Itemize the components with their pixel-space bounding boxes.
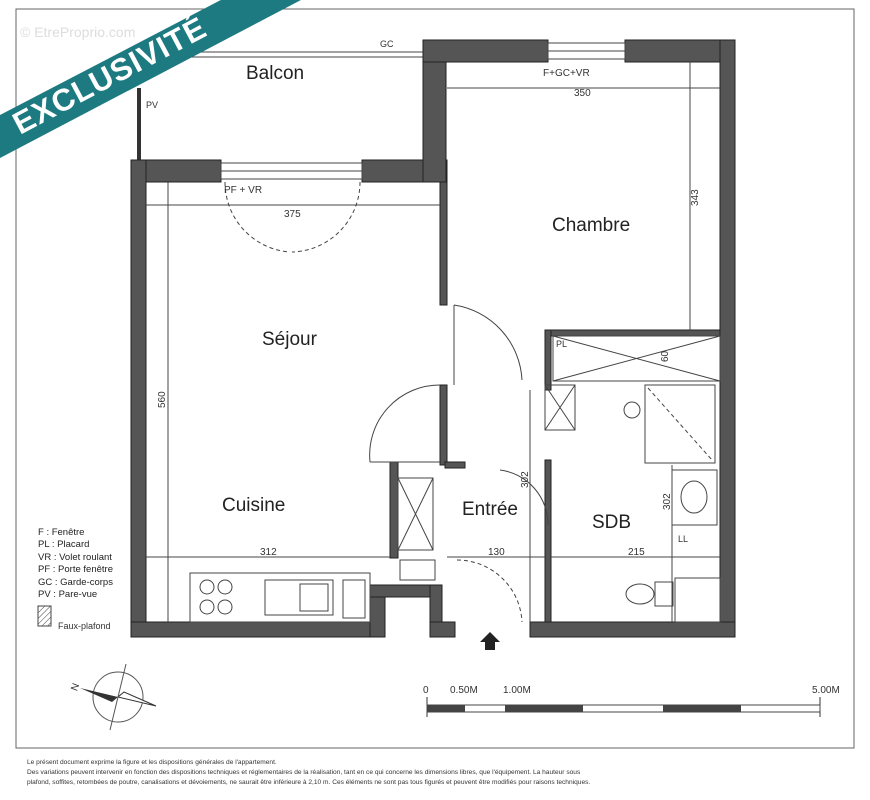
dim-chambre-depth: 343: [690, 189, 701, 206]
dim-sejour-depth: 560: [157, 391, 168, 408]
scale-label-050: 0.50M: [450, 685, 478, 696]
disclaimer: Le présent document exprime la figure et…: [27, 758, 767, 788]
windows: [220, 42, 626, 180]
dim-sejour-width: 375: [284, 209, 301, 220]
watermark: © EtreProprio.com: [20, 24, 136, 40]
annotation-sejour-window: PF + VR: [224, 185, 262, 196]
fixtures: [189, 335, 721, 623]
washbasin: [671, 469, 718, 526]
entrance-arrow-icon: [480, 632, 500, 650]
dim-sdb-depth: 302: [662, 493, 673, 510]
placard: [552, 335, 721, 382]
walls: [130, 39, 736, 638]
dim-chambre-width: 350: [574, 88, 591, 99]
dim-cuisine-width: 312: [260, 547, 277, 558]
annotation-ll: LL: [678, 534, 688, 544]
dim-entree-width: 130: [488, 547, 505, 558]
disclaimer-line: Le présent document exprime la figure et…: [27, 759, 277, 766]
dim-entree-depth: 302: [520, 471, 531, 488]
annotation-chambre-window: F+GC+VR: [543, 68, 590, 79]
annotation-pl: PL: [556, 339, 567, 349]
scale-label-500: 5.00M: [812, 685, 840, 696]
legend-item: PV : Pare-vue: [38, 589, 98, 601]
svg-text:N: N: [69, 682, 82, 693]
room-label-chambre: Chambre: [552, 215, 630, 236]
annotation-pv: PV: [146, 100, 158, 110]
legend-item: PF : Porte fenêtre: [38, 564, 113, 576]
room-label-balcon: Balcon: [246, 63, 304, 84]
dimension-lines: [146, 62, 720, 622]
sink: [264, 579, 334, 616]
legend-item: GC : Garde-corps: [38, 576, 113, 588]
doors: [224, 181, 549, 650]
faux-plafond-hatch-swatch: [37, 605, 52, 627]
scale-label-100: 1.00M: [503, 685, 531, 696]
room-label-sejour: Séjour: [262, 329, 318, 350]
room-label-entree: Entrée: [462, 499, 518, 520]
toilet: [625, 583, 655, 605]
dim-placard-depth: 60: [660, 350, 671, 362]
scale-label-0: 0: [423, 685, 429, 696]
disclaimer-line: plafond, soffites, retombées de poutre, …: [27, 779, 591, 786]
legend-item: VR : Volet roulant: [38, 551, 112, 563]
kitchen-counter: [189, 572, 371, 623]
legend: F : Fenêtre PL : Placard VR : Volet roul…: [38, 527, 113, 601]
page-frame: [15, 8, 855, 749]
legend-item: F : Fenêtre: [38, 527, 85, 538]
annotation-gc: GC: [380, 39, 394, 49]
legend-item: PL : Placard: [38, 539, 90, 551]
disclaimer-line: Des variations peuvent intervenir en fon…: [27, 769, 581, 776]
shower: [644, 384, 716, 464]
room-label-sdb: SDB: [592, 512, 631, 533]
dim-sdb-width: 215: [628, 547, 645, 558]
legend-faux-plafond: Faux-plafond: [58, 621, 111, 631]
scale-bar: [426, 697, 821, 717]
room-label-cuisine: Cuisine: [222, 495, 285, 516]
north-compass-icon: N: [69, 663, 157, 731]
cupboard: [397, 477, 434, 551]
